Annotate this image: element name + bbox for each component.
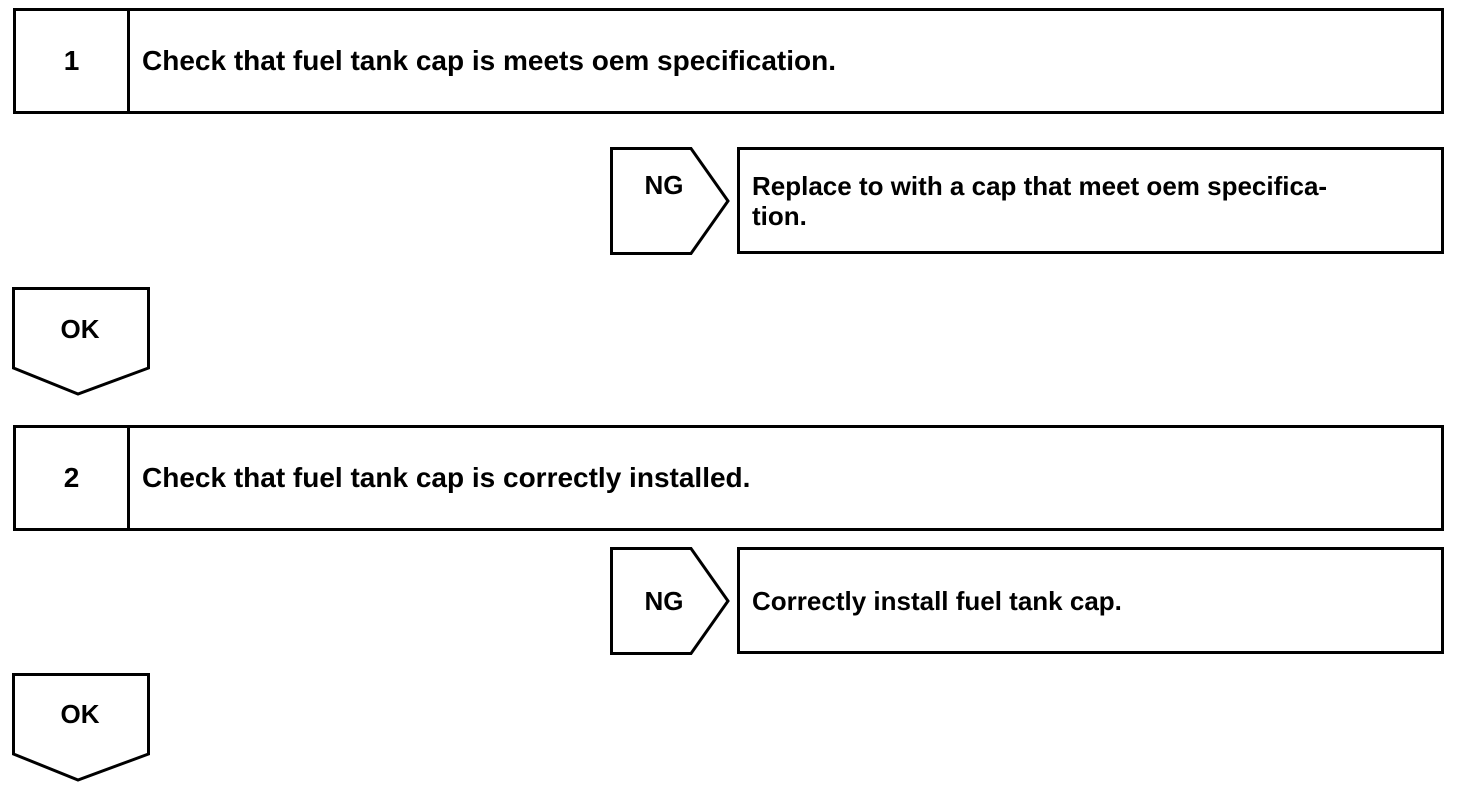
ng-2-action-text: Correctly install fuel tank cap.	[752, 585, 1122, 616]
step-2-box: 2 Check that fuel tank cap is correctly …	[13, 425, 1444, 531]
ng-1-action-text: Replace to with a cap that meet oem spec…	[752, 150, 1431, 251]
ng-2-arrow-icon	[610, 547, 730, 655]
ng-2-label: NG	[644, 586, 684, 616]
ng-1-arrow-icon	[610, 147, 730, 255]
ok-2-arrow-icon	[12, 673, 150, 782]
ok-1-label: OK	[60, 314, 100, 344]
step-1-box: 1 Check that fuel tank cap is meets oem …	[13, 8, 1444, 114]
ng-2-action-box: Correctly install fuel tank cap.	[737, 547, 1444, 654]
ng-1-action-box: Replace to with a cap that meet oem spec…	[737, 147, 1444, 254]
step-2-number: 2	[16, 428, 130, 528]
step-1-text: Check that fuel tank cap is meets oem sp…	[142, 45, 836, 76]
step-1-number: 1	[16, 11, 130, 111]
step-2-text: Check that fuel tank cap is correctly in…	[142, 462, 751, 493]
ng-1-action-line-2: tion.	[752, 200, 807, 231]
ng-1-action-line-1: Replace to with a cap that meet oem spec…	[752, 170, 1328, 201]
ok-2-label: OK	[60, 699, 100, 729]
ok-1-arrow-icon	[12, 287, 150, 396]
ng-1-label: NG	[644, 170, 684, 200]
